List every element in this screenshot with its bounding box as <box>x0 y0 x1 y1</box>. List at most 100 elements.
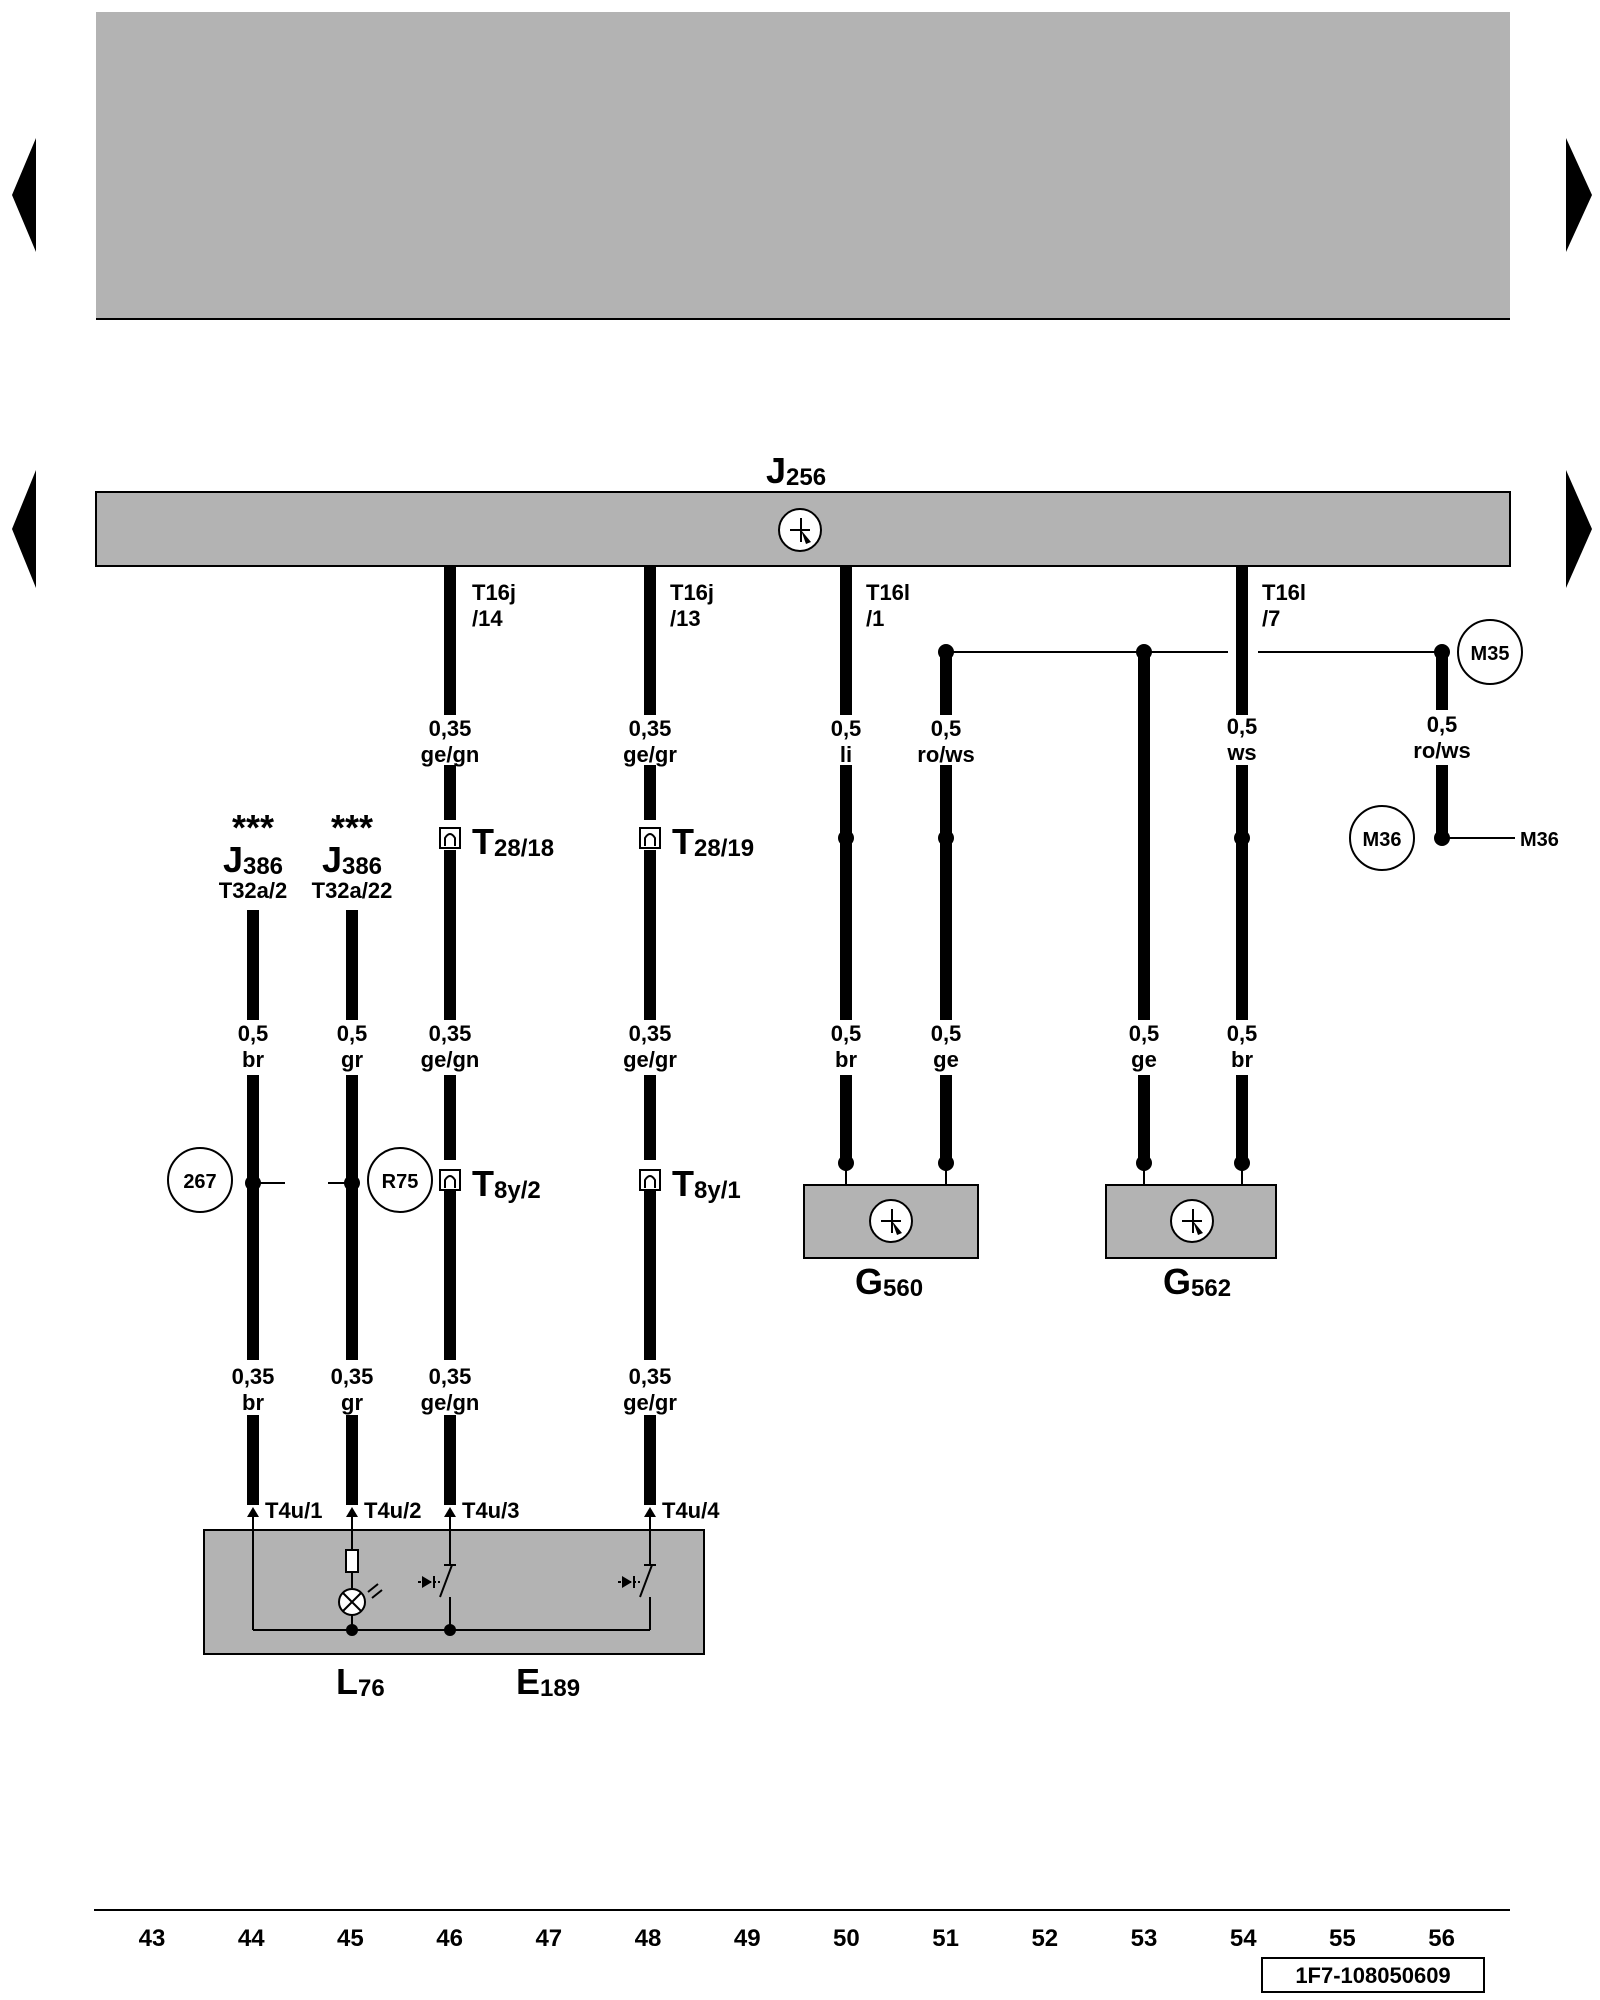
track-number: 46 <box>436 1925 463 1952</box>
document-id: 1F7-108050609 <box>1295 1963 1450 1988</box>
wire-track-54 <box>1234 566 1250 1185</box>
connector-T28-18: T28/18 <box>439 821 554 862</box>
ref-R75-label: R75 <box>382 1171 419 1193</box>
wire-48-color-upper: ge/gr <box>623 742 677 767</box>
wire-53-color-middle: ge <box>1131 1047 1157 1072</box>
next-section-arrow-icon[interactable] <box>1566 470 1592 588</box>
document-id-box: 1F7-108050609 <box>1261 1957 1485 1993</box>
G562-letter: G <box>1163 1261 1191 1302</box>
connector-T8y-1: T8y/1 <box>639 1163 741 1204</box>
next-page-arrow-icon[interactable] <box>1566 138 1592 252</box>
svg-text:T8y/1: T8y/1 <box>672 1163 741 1204</box>
pin-T4u-2: T4u/2 <box>364 1498 421 1523</box>
M36-text-label: M36 <box>1520 829 1559 851</box>
J386a-pin: T32a/2 <box>219 878 288 903</box>
pin-T16j-14-b: /14 <box>472 606 503 631</box>
wire-51-color-upper: ro/ws <box>917 742 974 767</box>
J386a-stars: *** <box>232 807 274 848</box>
wire-46-size-middle: 0,35 <box>429 1021 472 1046</box>
J256-letter: J <box>766 450 786 491</box>
wire-56-size-upper: 0,5 <box>1427 712 1458 737</box>
track-number: 50 <box>833 1925 860 1952</box>
wire-46-size-lower: 0,35 <box>429 1364 472 1389</box>
pin-T16l-7-b: /7 <box>1262 606 1280 631</box>
wire-46-color-middle: ge/gn <box>421 1047 480 1072</box>
L76-letter: L <box>336 1661 358 1702</box>
switch-module-L76-E189: L76 E189 <box>203 1517 705 1702</box>
ref-M36[interactable]: M36 <box>1349 805 1415 871</box>
pin-T16l-1-b: /1 <box>866 606 884 631</box>
track-number: 48 <box>635 1925 662 1952</box>
J256-number: 256 <box>786 464 826 491</box>
track-number: 47 <box>535 1925 562 1952</box>
pin-T16l-1-a: T16l <box>866 580 910 605</box>
wire-54-size-middle: 0,5 <box>1227 1021 1258 1046</box>
wire-48-color-middle: ge/gr <box>623 1047 677 1072</box>
pin-T16j-14-a: T16j <box>472 580 516 605</box>
track-number: 54 <box>1230 1925 1257 1952</box>
pin-T4u-4: T4u/4 <box>662 1498 720 1523</box>
svg-text:G560: G560 <box>855 1261 923 1302</box>
T8y-1-letter: T <box>672 1163 694 1204</box>
J386b-pin: T32a/22 <box>312 878 393 903</box>
T8y-2-pin: 8y/2 <box>494 1177 541 1204</box>
wire-56-color-upper: ro/ws <box>1413 738 1470 763</box>
ref-R75[interactable]: R75 <box>367 1147 433 1213</box>
E189-number: 189 <box>540 1675 580 1702</box>
wire-track-46 <box>444 566 456 1505</box>
T28-18-pin: 28/18 <box>494 835 554 862</box>
pin-T16l-7-a: T16l <box>1262 580 1306 605</box>
J386-label-a: *** J386 T32a/2 <box>219 807 288 903</box>
T28-19-pin: 28/19 <box>694 835 754 862</box>
J386b-stars: *** <box>331 807 373 848</box>
svg-text:T28/18: T28/18 <box>472 821 554 862</box>
wire-48-size-lower: 0,35 <box>629 1364 672 1389</box>
wire-48-size-middle: 0,35 <box>629 1021 672 1046</box>
wire-44-size-lower: 0,35 <box>232 1364 275 1389</box>
ref-267-label: 267 <box>183 1171 216 1193</box>
wire-track-45 <box>328 910 360 1505</box>
wire-48-size-upper: 0,35 <box>629 716 672 741</box>
track-number: 55 <box>1329 1925 1356 1952</box>
L76-number: 76 <box>358 1675 385 1702</box>
svg-text:G562: G562 <box>1163 1261 1231 1302</box>
G560-letter: G <box>855 1261 883 1302</box>
wire-44-color-lower: br <box>242 1390 264 1415</box>
track-number: 43 <box>139 1925 166 1952</box>
switch-icon <box>439 1564 453 1598</box>
ref-267[interactable]: 267 <box>167 1147 233 1213</box>
J386b-number: 386 <box>342 853 382 880</box>
wire-51-color-middle: ge <box>933 1047 959 1072</box>
svg-text:L76: L76 <box>336 1661 385 1702</box>
ref-M35-label: M35 <box>1471 643 1510 665</box>
control-unit-J256: J256 <box>95 450 1511 567</box>
wire-track-48 <box>644 566 656 1505</box>
wire-50-size-upper: 0,5 <box>831 716 862 741</box>
header-banner <box>96 12 1510 319</box>
sensor-G562: G562 <box>1105 1184 1277 1302</box>
wire-track-44 <box>245 910 285 1505</box>
track-number: 44 <box>238 1925 265 1952</box>
prev-section-arrow-icon[interactable] <box>12 470 36 588</box>
ref-M35[interactable]: M35 <box>1457 619 1523 685</box>
wire-track-53 <box>1136 644 1152 1185</box>
switch-icon <box>639 1564 653 1598</box>
J386b-letter: J <box>322 839 342 880</box>
wire-44-color-middle: br <box>242 1047 264 1072</box>
wire-50-color-middle: br <box>835 1047 857 1072</box>
wire-50-size-middle: 0,5 <box>831 1021 862 1046</box>
svg-text:J256: J256 <box>766 450 826 491</box>
pin-T16j-13-a: T16j <box>670 580 714 605</box>
wire-45-size-lower: 0,35 <box>331 1364 374 1389</box>
pin-T4u-3: T4u/3 <box>462 1498 519 1523</box>
wire-51-size-upper: 0,5 <box>931 716 962 741</box>
ref-M36-label: M36 <box>1363 829 1402 851</box>
svg-text:J386: J386 <box>223 839 283 880</box>
pin-T4u-1: T4u/1 <box>265 1498 322 1523</box>
T28-19-letter: T <box>672 821 694 862</box>
track-number: 53 <box>1131 1925 1158 1952</box>
track-number: 51 <box>932 1925 959 1952</box>
prev-page-arrow-icon[interactable] <box>12 138 36 252</box>
